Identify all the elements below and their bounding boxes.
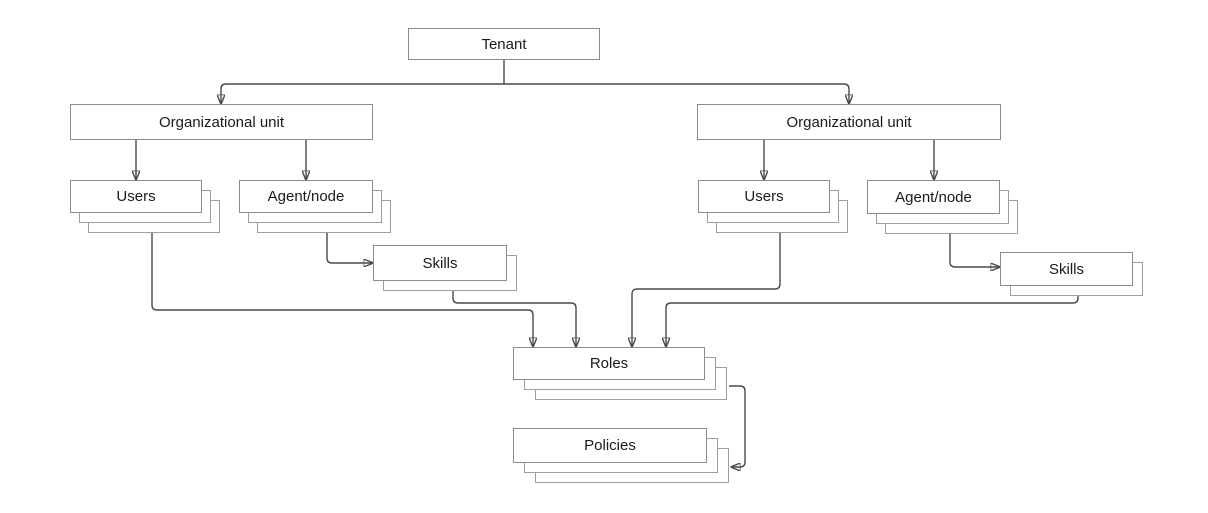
node-skills-right-box: Skills	[1000, 252, 1133, 286]
edge-users-right-roles	[632, 233, 781, 347]
edge-tenant-ou-left	[221, 83, 504, 104]
node-agent-node-left-box: Agent/node	[239, 180, 373, 213]
node-users-right: Users	[698, 180, 848, 233]
node-tenant: Tenant	[408, 28, 600, 60]
edge-skills-left-roles	[452, 291, 576, 347]
node-roles-label: Roles	[589, 355, 629, 372]
node-policies-box: Policies	[513, 428, 707, 463]
node-users-right-box: Users	[698, 180, 830, 213]
node-organizational-unit-left-label: Organizational unit	[158, 113, 285, 131]
node-agent-node-right: Agent/node	[867, 180, 1018, 234]
node-skills-right-label: Skills	[1048, 260, 1084, 278]
edge-agent-node-left-skills-left	[326, 233, 373, 263]
edge-roles-policies	[729, 385, 746, 467]
node-roles: Roles	[513, 347, 727, 400]
node-policies-label: Policies	[584, 437, 636, 454]
node-organizational-unit-left: Organizational unit	[70, 104, 373, 140]
node-users-left-label: Users	[116, 188, 156, 205]
node-roles-box: Roles	[513, 347, 705, 380]
node-users-right-label: Users	[744, 188, 784, 205]
edge-skills-right-roles	[666, 296, 1079, 347]
node-organizational-unit-left-box: Organizational unit	[70, 104, 373, 140]
node-skills-left-box: Skills	[373, 245, 507, 281]
edge-tenant-ou-right	[504, 83, 849, 104]
node-skills-left-label: Skills	[422, 254, 458, 272]
node-organizational-unit-right: Organizational unit	[697, 104, 1001, 140]
node-tenant-box: Tenant	[408, 28, 600, 60]
node-organizational-unit-right-label: Organizational unit	[786, 113, 912, 131]
node-agent-node-left-label: Agent/node	[267, 188, 345, 205]
node-agent-node-right-box: Agent/node	[867, 180, 1000, 214]
node-tenant-label: Tenant	[481, 35, 527, 53]
node-skills-right: Skills	[1000, 252, 1143, 296]
node-agent-node-right-label: Agent/node	[895, 188, 972, 206]
node-users-left: Users	[70, 180, 220, 233]
node-users-left-box: Users	[70, 180, 202, 213]
edge-agent-node-right-skills-right	[949, 234, 1000, 267]
node-organizational-unit-right-box: Organizational unit	[697, 104, 1001, 140]
node-agent-node-left: Agent/node	[239, 180, 391, 233]
node-policies: Policies	[513, 428, 729, 483]
node-skills-left: Skills	[373, 245, 517, 291]
edge-users-left-roles	[151, 233, 533, 347]
